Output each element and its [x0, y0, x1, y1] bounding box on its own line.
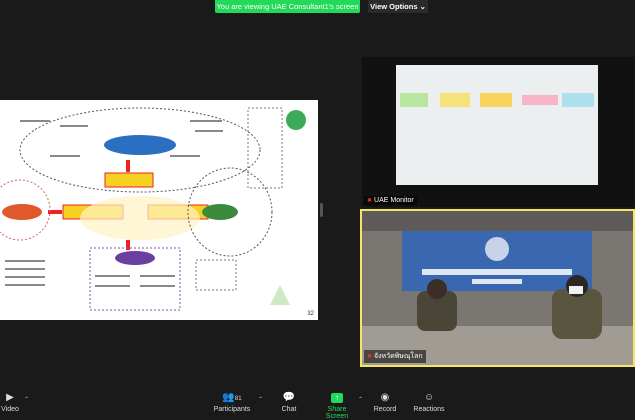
participants-label: Participants: [213, 406, 251, 413]
reactions-button[interactable]: ☺ Reactions: [413, 392, 445, 413]
share-screen-icon: ↑: [317, 392, 357, 404]
participants-count: 81: [234, 396, 242, 402]
video-icon: ▶: [6, 392, 14, 403]
record-icon: ◉: [380, 392, 390, 403]
record-button[interactable]: ◉ Record: [372, 392, 398, 413]
chat-icon: 💬: [282, 392, 296, 403]
reactions-label: Reactions: [413, 406, 445, 413]
share-label: Share Screen: [325, 406, 349, 420]
chat-button[interactable]: 💬 Chat: [278, 392, 300, 413]
participant-name: จังหวัดพิษณุโลก: [374, 353, 423, 360]
participants-icon: 👥81: [222, 392, 242, 403]
slide-page-number: 32: [307, 311, 314, 317]
participants-button[interactable]: 👥81 Participants: [211, 392, 253, 413]
chat-label: Chat: [281, 406, 297, 413]
participant-name: UAE Monitor: [374, 197, 414, 204]
view-options-button[interactable]: View Options ⌄: [368, 0, 428, 13]
shared-screen: 32: [0, 100, 318, 320]
mic-muted-icon: ✖: [367, 354, 373, 360]
chevron-down-icon[interactable]: ⌃: [24, 397, 30, 403]
splitter-handle[interactable]: [320, 203, 323, 217]
video-tile-uae-monitor[interactable]: ✖ UAE Monitor: [362, 57, 635, 207]
video-button[interactable]: ▶ Video: [0, 392, 20, 413]
room-video: [362, 211, 633, 365]
meeting-toolbar: ▶ Video ⌃ 👥81 Participants ⌃ 💬 Chat ↑ Sh…: [0, 392, 635, 420]
share-screen-button[interactable]: ↑ Share Screen: [317, 392, 357, 420]
slide-diagram: [0, 107, 306, 311]
mic-muted-icon: ✖: [367, 198, 373, 204]
chevron-up-icon[interactable]: ⌃: [358, 397, 364, 403]
name-tag-uae-monitor: ✖ UAE Monitor: [364, 196, 417, 205]
video-label: Video: [1, 406, 19, 413]
reactions-icon: ☺: [423, 392, 435, 403]
record-label: Record: [373, 406, 397, 413]
viewing-banner: You are viewing UAE Consultant1's screen: [215, 0, 360, 13]
monitor-video: [362, 57, 635, 207]
chevron-up-icon[interactable]: ⌃: [258, 397, 264, 403]
name-tag-active-speaker: ✖ จังหวัดพิษณุโลก: [364, 350, 426, 363]
video-tile-active-speaker[interactable]: ✖ จังหวัดพิษณุโลก: [360, 209, 635, 367]
